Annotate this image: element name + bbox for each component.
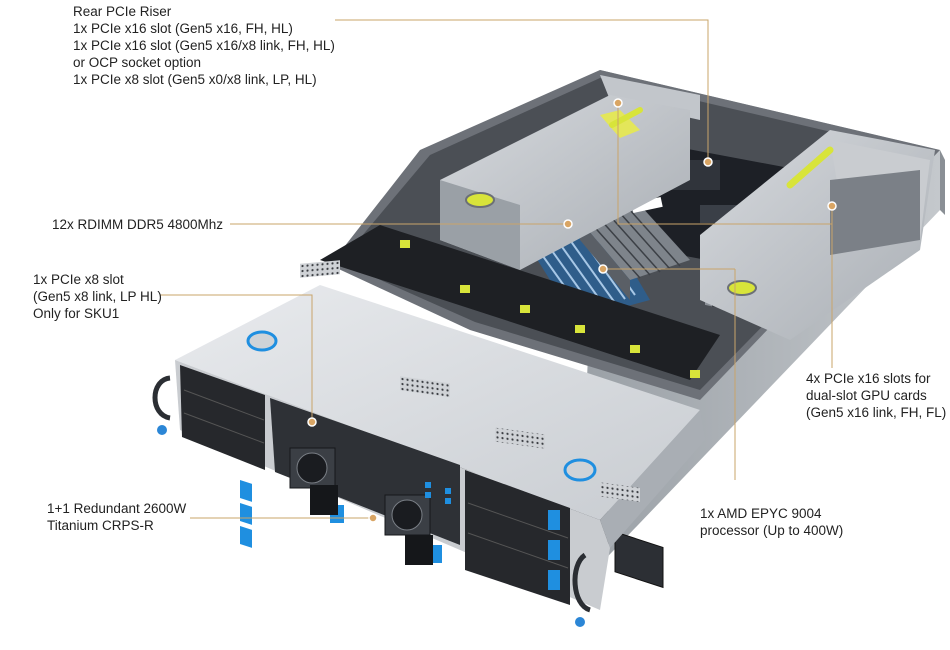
dot-rear-riser [703,157,713,167]
right-riser-cage [700,130,935,340]
dot-psu [368,513,378,523]
dot-pcie-x8-front [307,417,317,427]
cpu-heatsink [580,196,690,300]
callout-line: 1x PCIe x16 slot (Gen5 x16, FH, HL) [73,21,293,36]
callout-dots [307,98,837,523]
callout-line: 1+1 Redundant 2600W [47,501,187,516]
callout-pcie-x8-front: 1x PCIe x8 slot (Gen5 x8 link, LP HL) On… [33,271,162,322]
callout-line: 1x PCIe x8 slot [33,272,124,287]
callout-rdimm: 12x RDIMM DDR5 4800Mhz [52,216,223,233]
callout-line: processor (Up to 400W) [700,523,844,538]
callout-line: (Gen5 x8 link, LP HL) [33,289,162,304]
leader-lines [160,19,833,519]
callout-line: (Gen5 x16 link, FH, FL) [806,405,947,420]
callout-line: or OCP socket option [73,55,202,70]
callout-line: 1x AMD EPYC 9004 [700,506,822,521]
callout-rear-riser: Rear PCIe Riser 1x PCIe x16 slot (Gen5 x… [73,3,335,88]
left-riser-cage [440,95,690,270]
callout-psu: 1+1 Redundant 2600W Titanium CRPS-R [47,500,186,534]
front-lid [175,260,705,548]
dot-rdimm [563,219,573,229]
front-panel [152,360,610,627]
dot-rear-riser-2 [613,98,623,108]
dot-gpu-slots [827,201,837,211]
callout-line: Only for SKU1 [33,306,120,321]
callout-line: 1x PCIe x8 slot (Gen5 x0/x8 link, LP, HL… [73,72,317,87]
callout-line: 4x PCIe x16 slots for [806,371,931,386]
callout-line: 1x PCIe x16 slot (Gen5 x16/x8 link, FH, … [73,38,335,53]
callout-line: dual-slot GPU cards [806,388,927,403]
callout-cpu: 1x AMD EPYC 9004 processor (Up to 400W) [700,505,843,539]
callout-gpu-slots: 4x PCIe x16 slots for dual-slot GPU card… [806,370,946,421]
callout-line: Rear PCIe Riser [73,4,172,19]
callout-line: Titanium CRPS-R [47,518,154,533]
dot-cpu [598,264,608,274]
callout-line: 12x RDIMM DDR5 4800Mhz [52,217,224,232]
